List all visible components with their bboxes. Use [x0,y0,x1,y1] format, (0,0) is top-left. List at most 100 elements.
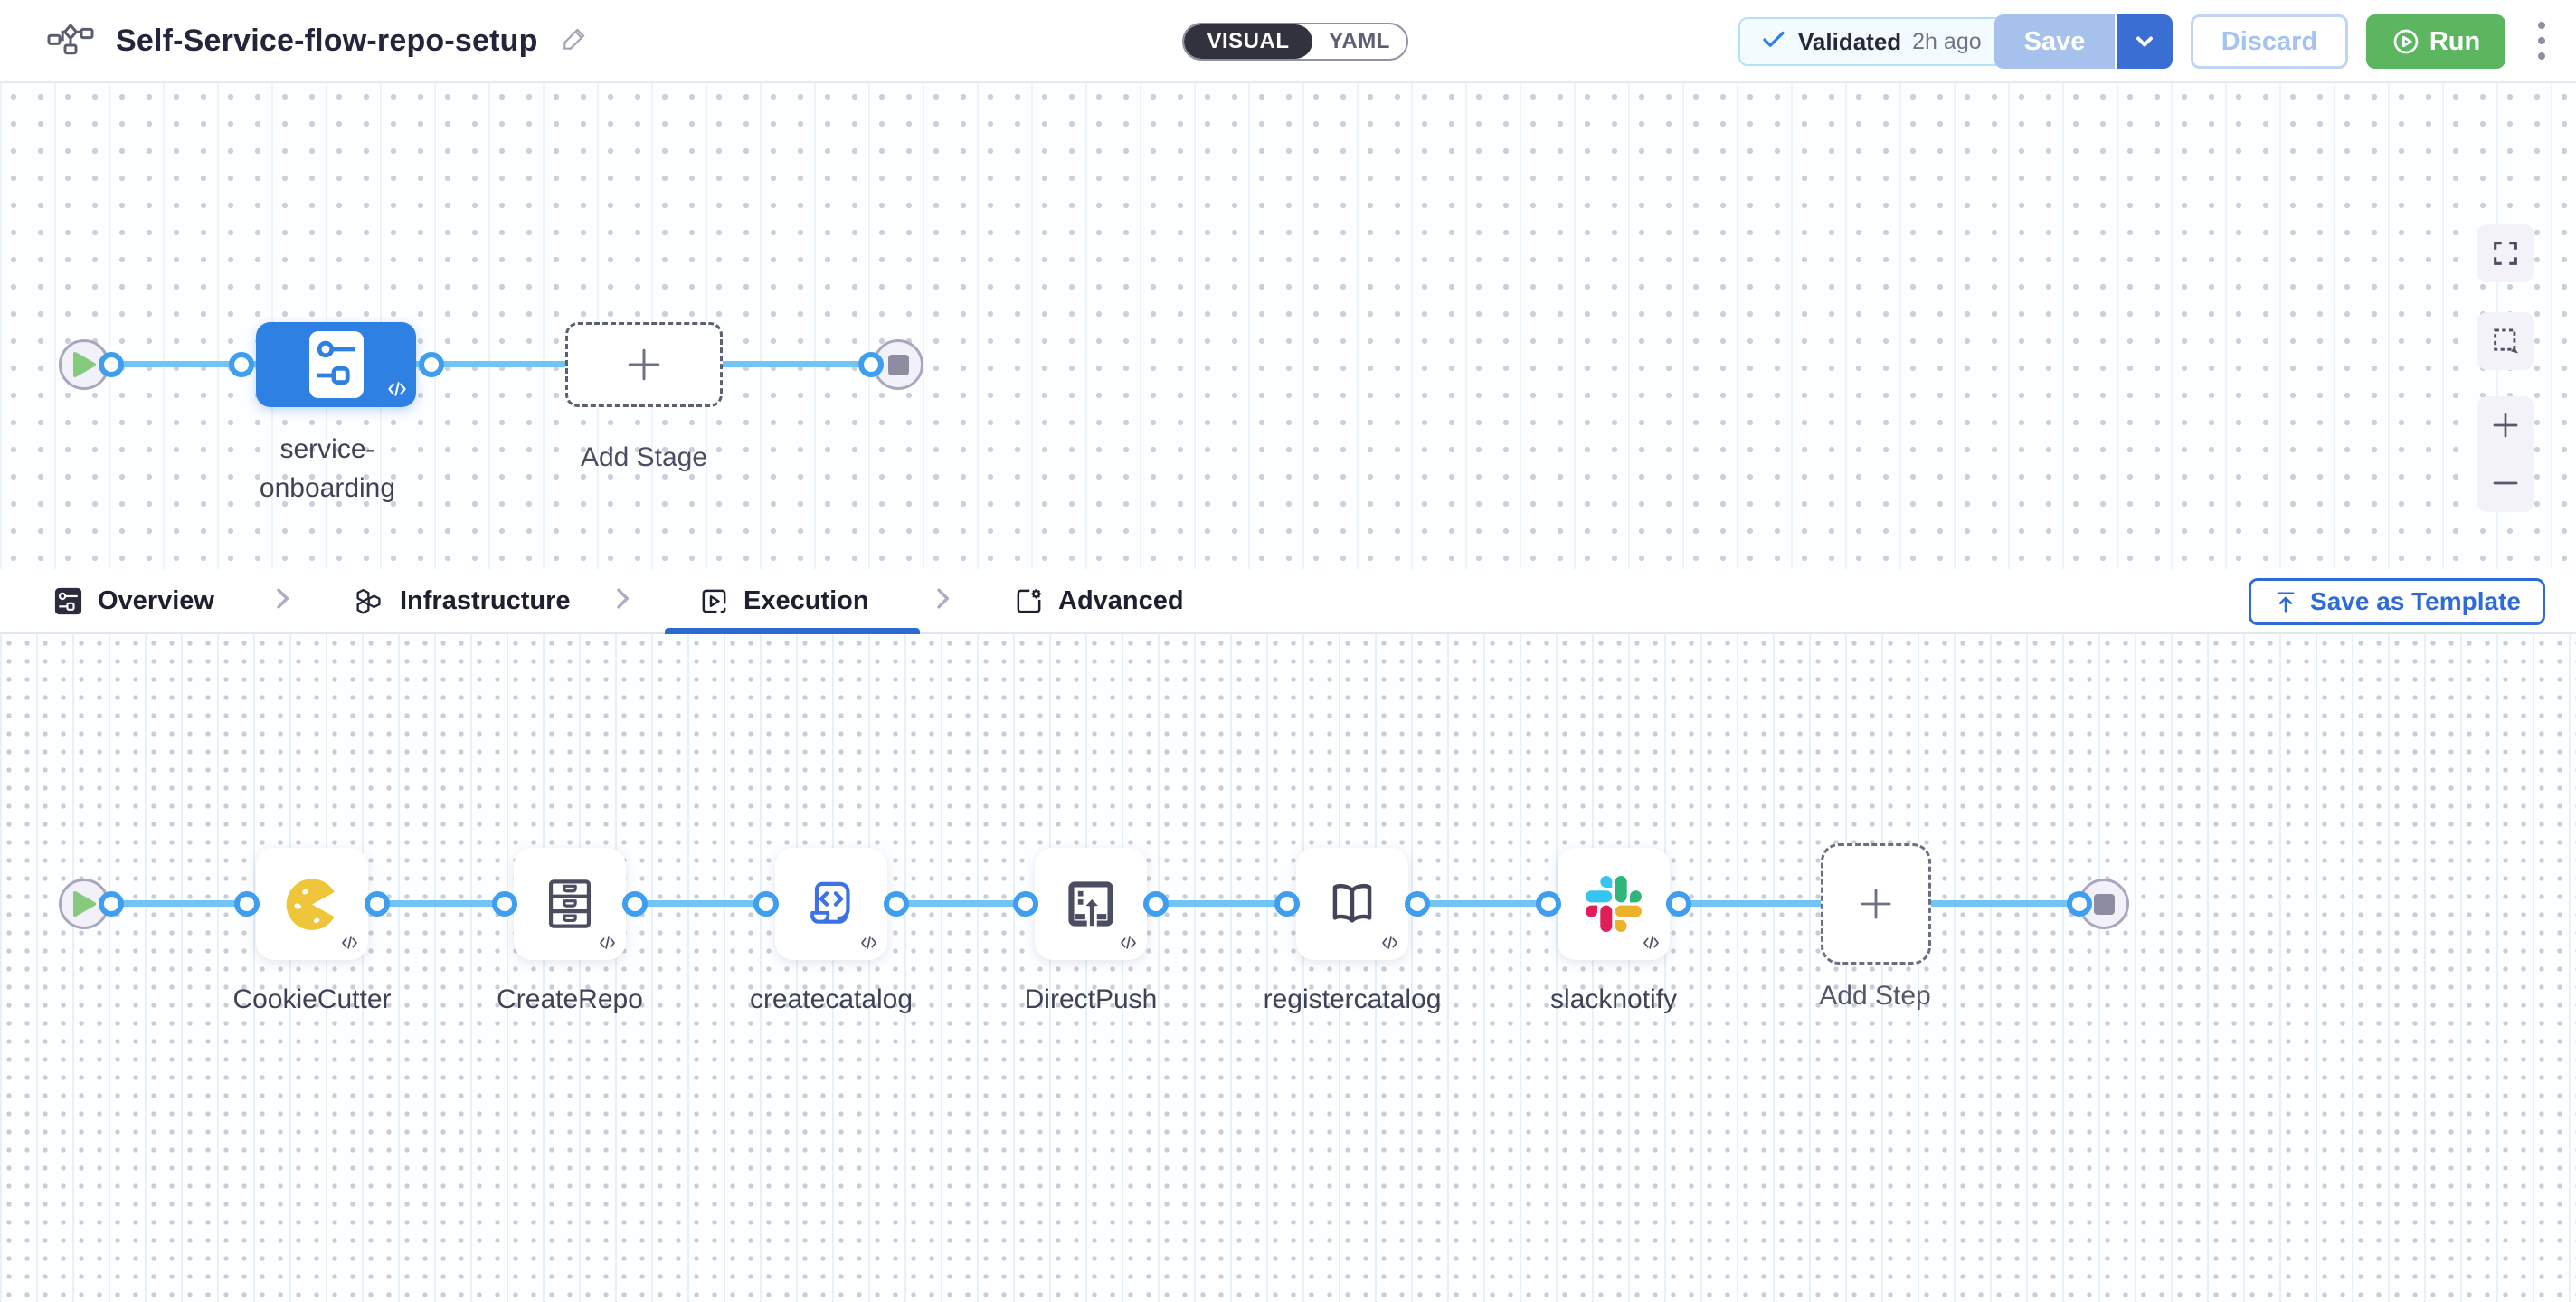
pencil-icon[interactable] [560,24,589,58]
slack-icon [1586,876,1642,932]
stage-canvas[interactable]: service-onboarding Add Stage [0,83,2576,569]
clipboard-gear-icon [1017,588,1041,613]
add-step-button[interactable] [1821,843,1931,965]
code-view-icon [387,382,407,401]
connector-port[interactable] [1666,891,1691,917]
discard-button[interactable]: Discard [2191,14,2348,69]
cookie-bite-icon [286,879,335,930]
plus-icon [628,348,660,381]
zoom-in-icon[interactable] [2490,410,2521,441]
chevron-down-icon [2136,36,2153,47]
connector-port[interactable] [753,891,779,917]
connector-port[interactable] [1536,891,1561,917]
add-step-label: Add Step [1819,981,1931,1011]
step-node-slacknotify[interactable] [1558,848,1670,960]
connector-line [84,361,898,367]
step-label: registercatalog [1263,984,1442,1014]
step-label: CookieCutter [232,984,392,1014]
connector-port[interactable] [99,352,124,377]
step-label: slacknotify [1549,984,1678,1014]
stop-icon [887,354,909,375]
page-title: Self-Service-flow-repo-setup [116,23,538,58]
code-view-icon [1381,936,1398,954]
connector-port[interactable] [99,891,124,917]
tab-overview[interactable]: Overview [52,569,214,632]
step-node-directpush[interactable] [1035,848,1147,960]
tab-execution[interactable]: Execution [698,569,869,632]
validated-time: 2h ago [1912,28,1982,54]
step-label: DirectPush [1024,984,1158,1014]
connector-port[interactable] [622,891,648,917]
marquee-select-button[interactable] [2477,312,2534,370]
save-separator [2115,14,2117,69]
upload-template-icon [2277,592,2295,613]
stage-pipeline-icon [308,331,364,398]
connector-port[interactable] [1143,891,1169,917]
code-scroll-icon [810,881,850,924]
play-circle-icon [2393,29,2419,54]
toggle-yaml[interactable]: YAML [1329,29,1390,53]
toggle-visual[interactable]: VISUAL [1184,24,1312,59]
stage-label: service-onboarding [259,434,396,503]
tab-infrastructure[interactable]: Infrastructure [355,569,571,632]
active-tab-underline [665,628,920,634]
step-label: createcatalog [749,984,914,1014]
code-view-icon [599,936,616,954]
chevron-right-icon [608,584,637,618]
connector-port[interactable] [365,891,390,917]
check-icon [1760,26,1787,58]
stage-config-tabbar: Overview Infrastructure Execution [0,569,2576,634]
fullscreen-icon [2494,242,2517,265]
visual-yaml-toggle[interactable]: VISUAL YAML [1182,23,1408,61]
add-stage-label: Add Stage [580,442,708,472]
step-node-registercatalog[interactable] [1296,848,1408,960]
connector-port[interactable] [1013,891,1038,917]
save-split-button: Save [1994,14,2173,69]
drawer-cabinet-icon [548,879,592,928]
connector-port[interactable] [884,891,909,917]
play-square-icon [702,589,726,613]
add-stage-button[interactable] [565,322,723,407]
open-book-icon [1332,883,1372,923]
connector-port[interactable] [858,352,884,377]
step-node-createcatalog[interactable] [775,848,887,960]
plus-icon [1861,889,1891,919]
code-view-icon [341,936,358,954]
connector-port[interactable] [2067,891,2092,917]
flowchart-icon [47,22,94,61]
execution-canvas[interactable]: CookieCutter CreateRepo createcatalog Di… [0,634,2576,1302]
chevron-right-icon [268,584,297,618]
code-view-icon [1643,936,1660,954]
header-bar: Self-Service-flow-repo-setup VISUAL YAML… [0,0,2576,83]
connector-port[interactable] [1274,891,1300,917]
play-icon [73,891,96,917]
connector-port[interactable] [492,891,517,917]
marquee-select-icon [2494,328,2519,354]
step-node-cookiecutter[interactable] [256,848,368,960]
code-view-icon [1120,936,1137,954]
save-options-button[interactable] [2117,14,2173,69]
connector-port[interactable] [419,352,444,377]
save-as-template-button[interactable]: Save as Template [2249,578,2545,625]
stop-icon [2093,893,2115,915]
run-button[interactable]: Run [2366,14,2505,69]
connector-port[interactable] [234,891,260,917]
zoom-out-icon[interactable] [2490,468,2521,499]
validated-label: Validated [1798,27,1902,55]
code-view-icon [860,936,877,954]
chevron-right-icon [928,584,957,618]
pipeline-start-node[interactable] [59,339,109,390]
play-icon [73,352,96,377]
save-button[interactable]: Save [1994,14,2115,69]
connector-port[interactable] [1405,891,1430,917]
kebab-menu-icon[interactable] [2533,16,2551,65]
connector-port[interactable] [229,352,254,377]
step-node-createrepo[interactable] [514,848,626,960]
stage-node-service-onboarding[interactable] [256,322,416,407]
step-label: CreateRepo [497,984,643,1014]
validated-badge: Validated 2h ago [1738,17,2003,66]
fullscreen-button[interactable] [2477,224,2534,282]
tab-advanced[interactable]: Advanced [1013,569,1184,632]
upload-screen-icon [1068,881,1113,929]
